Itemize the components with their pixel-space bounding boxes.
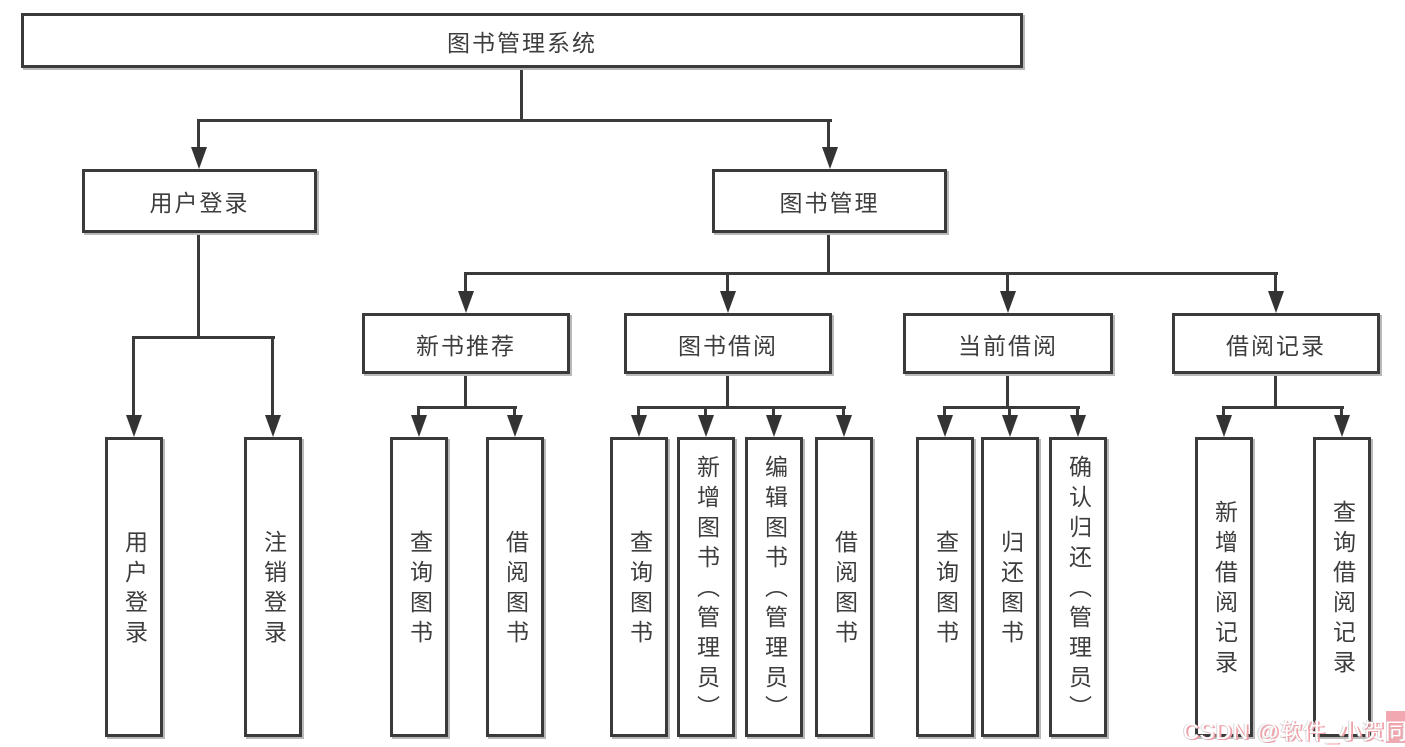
connector-line [197,119,200,151]
connector-arrow-icon [698,415,714,437]
node-book-management: 图书管理 [712,169,947,233]
leaf-return-books: 归还图书 [981,437,1039,737]
connector-line [637,406,640,420]
connector-line [513,406,516,420]
leaf-add-borrow-record: 新增借阅记录 [1195,437,1253,737]
connector-arrow-icon [191,147,207,169]
connector-line [704,406,707,420]
node-user-login: 用户登录 [82,169,317,233]
connector-line [726,272,729,294]
connector-line [520,68,523,121]
csdn-watermark: CSDN @软件_小贺同学 [1183,719,1405,744]
node-book-borrow: 图书借阅 [624,313,832,374]
leaf-query-books-recommend: 查询图书 [390,437,448,737]
connector-line [464,272,467,294]
connector-line [842,406,845,420]
connector-line [1340,406,1343,420]
connector-line [827,119,830,151]
connector-line [772,406,775,420]
connector-line [637,406,846,409]
connector-arrow-icon [1002,415,1018,437]
connector-arrow-icon [411,415,427,437]
connector-arrow-icon [937,415,953,437]
connector-line [1274,272,1277,294]
node-library-system: 图书管理系统 [21,13,1023,68]
leaf-logout: 注销登录 [244,437,302,737]
connector-line [1274,374,1277,408]
leaf-query-borrow-record: 查询借阅记录 [1313,437,1371,737]
connector-arrow-icon [836,415,852,437]
node-new-book-recommend: 新书推荐 [362,313,570,374]
connector-arrow-icon [1334,415,1350,437]
connector-arrow-icon [265,415,281,437]
connector-line [197,119,832,122]
connector-arrow-icon [126,415,142,437]
connector-arrow-icon [1268,291,1284,313]
connector-line [943,406,1080,409]
connector-line [132,336,135,420]
leaf-borrow-books-recommend: 借阅图书 [486,437,544,737]
connector-line [827,233,830,274]
connector-arrow-icon [1216,415,1232,437]
connector-line [1006,272,1009,294]
connector-line [1006,374,1009,408]
connector-line [271,336,274,420]
leaf-query-books-borrow: 查询图书 [610,437,668,737]
connector-arrow-icon [458,291,474,313]
connector-arrow-icon [1070,415,1086,437]
connector-line [1222,406,1225,420]
connector-arrow-icon [822,147,838,169]
connector-line [464,272,1278,275]
connector-line [464,374,467,408]
connector-arrow-icon [631,415,647,437]
leaf-add-books-admin: 新增图书（管理员） [677,437,735,737]
connector-arrow-icon [766,415,782,437]
leaf-confirm-return-admin: 确认归还（管理员） [1049,437,1107,737]
connector-line [726,374,729,408]
connector-line [1008,406,1011,420]
connector-line [197,233,200,338]
leaf-edit-books-admin: 编辑图书（管理员） [745,437,803,737]
connector-line [1222,406,1344,409]
connector-line [417,406,420,420]
csdn-watermark-badge [1386,711,1405,743]
connector-line [1076,406,1079,420]
leaf-borrow-books: 借阅图书 [815,437,873,737]
connector-line [417,406,517,409]
node-current-borrow: 当前借阅 [903,313,1113,374]
leaf-query-books-current: 查询图书 [916,437,974,737]
connector-line [132,336,275,339]
connector-arrow-icon [720,291,736,313]
connector-arrow-icon [507,415,523,437]
connector-line [943,406,946,420]
connector-arrow-icon [1000,291,1016,313]
node-borrow-records: 借阅记录 [1172,313,1380,374]
leaf-user-login: 用户登录 [105,437,163,737]
